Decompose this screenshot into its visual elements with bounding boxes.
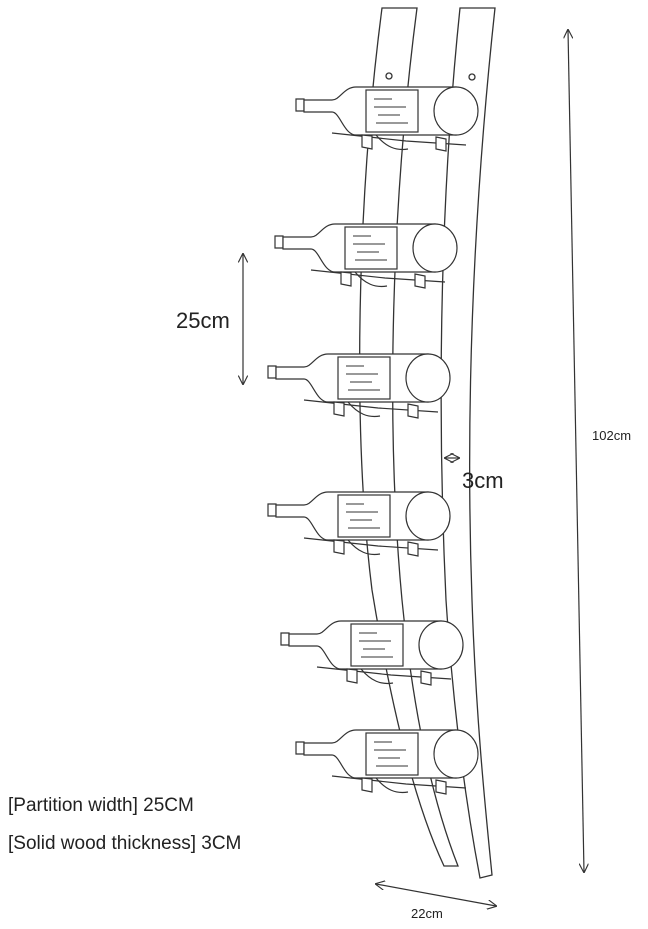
mount-hole-right: [468, 73, 476, 81]
wine-bottle: [295, 729, 479, 795]
thickness-label: 3cm: [462, 468, 504, 493]
width-label: 22cm: [411, 906, 443, 921]
mount-hole-left: [385, 72, 393, 80]
wood-thickness-spec: [Solid wood thickness] 3CM: [8, 833, 242, 854]
wine-bottle: [267, 491, 451, 557]
partition-width-spec: [Partition width] 25CM: [8, 795, 194, 816]
dimension-arrows: [243, 30, 584, 906]
height-arrow: [568, 30, 584, 872]
bottle-group: [267, 86, 479, 795]
height-label: 102cm: [592, 428, 632, 443]
width-arrow: [376, 884, 496, 906]
wine-bottle: [267, 353, 451, 419]
wine-bottle: [274, 223, 458, 289]
wine-bottle: [280, 620, 464, 686]
wine-bottle: [295, 86, 479, 152]
spacing-label: 25cm: [176, 308, 230, 333]
